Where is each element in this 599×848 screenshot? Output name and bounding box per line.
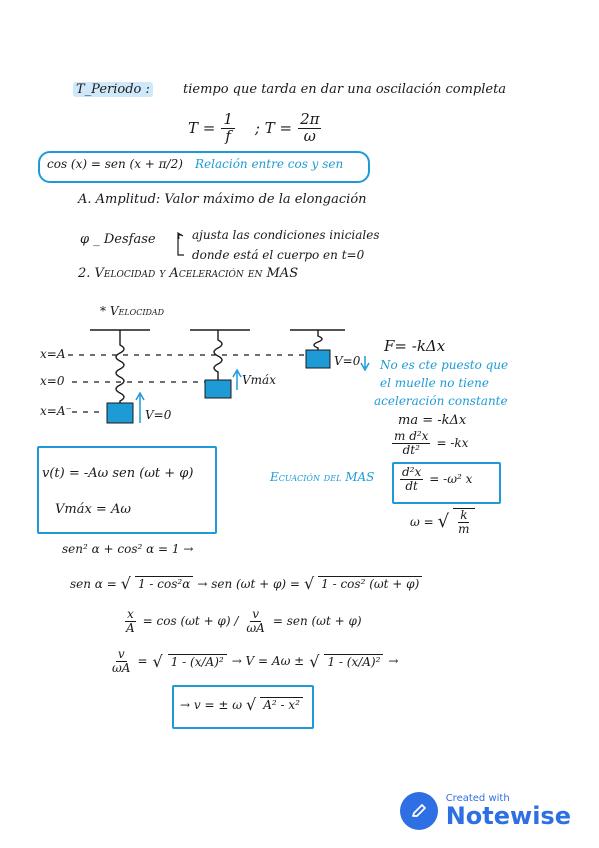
section-2-heading: 2. Velocidad y Aceleración en MAS	[78, 266, 299, 281]
label-x-eq-negA: x=A⁻	[40, 404, 72, 418]
spring-2	[213, 330, 223, 382]
frac-num: m d²x	[392, 429, 431, 444]
frac-num: 1	[221, 110, 235, 129]
blue-note-2: el muelle no tiene	[380, 376, 489, 390]
x-over-A-line: x A = cos (ωt + φ) / v ωA = sen (ωt + φ)	[124, 608, 362, 634]
final-box	[172, 685, 314, 729]
mass-1	[106, 402, 134, 424]
frac-den: ωA	[246, 620, 265, 635]
sen-sqrt-1: 1 - cos²α	[134, 576, 194, 591]
label-x-eq-A: x=A	[40, 347, 66, 361]
cos-relation-box	[38, 151, 370, 183]
frac-den: f	[225, 126, 231, 145]
notewise-watermark: Created with Notewise	[399, 792, 571, 830]
desfase-line-2: donde está el cuerpo en t=0	[192, 248, 365, 262]
frac-m-d2x: m d²x dt²	[392, 429, 431, 457]
watermark-small: Created with	[445, 793, 510, 804]
final-lhs: → v = ± ω	[180, 697, 242, 712]
mass-3	[305, 349, 331, 369]
frac-num: 2π	[298, 110, 322, 129]
blue-note-3: aceleración constante	[374, 394, 508, 408]
v-over-wA-rhs: = sen (ωt + φ)	[272, 614, 362, 629]
frac-1-over-f: 1 f	[221, 110, 235, 145]
velocity-box	[37, 446, 217, 534]
v-line-end: →	[388, 654, 399, 669]
frac-x-A: x A	[124, 608, 137, 634]
frac-num: v	[115, 647, 127, 662]
v-line-sqrt-1: 1 - (x/A)²	[167, 653, 227, 669]
spring-3	[313, 330, 323, 350]
frac-d2x-dt: d²x dt	[400, 465, 424, 493]
desfase-line-1: ajusta las condiciones iniciales	[192, 228, 380, 242]
sen-mid: → sen (ωt + φ) =	[197, 576, 300, 591]
sen-sqrt-2: 1 - cos² (ωt + φ)	[318, 576, 423, 591]
frac-den: m	[458, 521, 470, 536]
t-eq-1: T =	[188, 119, 216, 138]
spring-1	[115, 330, 125, 405]
v-t-eq: v(t) = -Aω sen (ωt + φ)	[42, 466, 194, 481]
identity-eq: sen² α + cos² α = 1 →	[62, 542, 194, 556]
t-eq-2: ; T =	[254, 119, 293, 138]
sen-alpha-line: sen α = √ 1 - cos²α → sen (ωt + φ) = √ 1…	[70, 574, 423, 593]
omega-eq: ω = √ k m	[410, 508, 475, 535]
watermark-big: Notewise	[445, 802, 571, 830]
ecuacion-mas-box	[392, 462, 501, 504]
frac-num: v	[250, 607, 261, 622]
frac-den: dt²	[402, 442, 420, 457]
blue-note-1: No es cte puesto que	[380, 358, 509, 372]
force-eq: F= -kΔx	[384, 337, 446, 355]
v-line-mid: → V = Aω ±	[231, 654, 305, 669]
label-v0-top: V=0	[334, 354, 361, 368]
pencil-icon	[399, 792, 438, 830]
m-d2x-rhs: = -kx	[436, 436, 469, 451]
frac-den: dt	[405, 478, 418, 493]
ma-eq: ma = -kΔx	[398, 413, 467, 428]
amplitud-def: A. Amplitud: Valor máximo de la elongaci…	[78, 192, 367, 207]
ecuacion-mas: d²x dt = -ω² x	[400, 466, 472, 492]
label-x-eq-0: x=0	[40, 374, 65, 388]
cos-relation-note: Relación entre cos y sen	[195, 157, 344, 171]
period-formula: T = 1 f ; T = 2π ω	[188, 110, 322, 145]
frac-num: d²x	[400, 465, 424, 480]
desfase-label: φ _ Desfase	[80, 232, 156, 247]
frac-num: x	[124, 607, 136, 622]
cos-relation: cos (x) = sen (x + π/2)	[47, 157, 183, 171]
frac-k-m: k m	[456, 509, 471, 535]
eq-rhs: = -ω² x	[429, 472, 473, 487]
frac-2pi-over-omega: 2π ω	[298, 110, 322, 145]
frac-v-wA: v ωA	[244, 608, 266, 634]
omega-sqrt: k m	[453, 508, 475, 535]
mass-2	[204, 379, 232, 399]
v-line-sqrt-2: 1 - (x/A)²	[324, 653, 384, 669]
v-line-eq: =	[137, 654, 148, 669]
ecuacion-mas-label: Ecuación del MAS	[270, 470, 375, 484]
periodo-label: T_Periodo :	[73, 82, 153, 97]
periodo-label-wrap: T_Periodo :	[73, 82, 153, 97]
final-eq: → v = ± ω √ A² - x²	[180, 695, 303, 714]
x-over-A-rhs: = cos (ωt + φ) /	[142, 614, 239, 629]
final-sqrt: A² - x²	[260, 697, 303, 712]
label-vmax: Vmáx	[242, 373, 276, 387]
frac-den: ω	[303, 126, 316, 145]
periodo-definition: tiempo que tarda en dar una oscilación c…	[183, 82, 507, 97]
omega-lhs: ω =	[410, 514, 434, 529]
frac-den: A	[126, 620, 135, 635]
vmax-eq: Vmáx = Aω	[55, 502, 131, 517]
m-d2x-eq: m d²x dt² = -kx	[392, 430, 468, 456]
v-derivation-line: v ωA = √ 1 - (x/A)² → V = Aω ± √ 1 - (x/…	[110, 647, 399, 675]
frac-den: ωA	[112, 660, 131, 675]
frac-num: k	[458, 508, 470, 523]
sen-lhs: sen α =	[70, 576, 117, 591]
label-v0-bottom: V=0	[145, 408, 172, 422]
velocidad-heading: * Velocidad	[100, 304, 165, 318]
frac-v-wA-2: v ωA	[110, 648, 132, 674]
